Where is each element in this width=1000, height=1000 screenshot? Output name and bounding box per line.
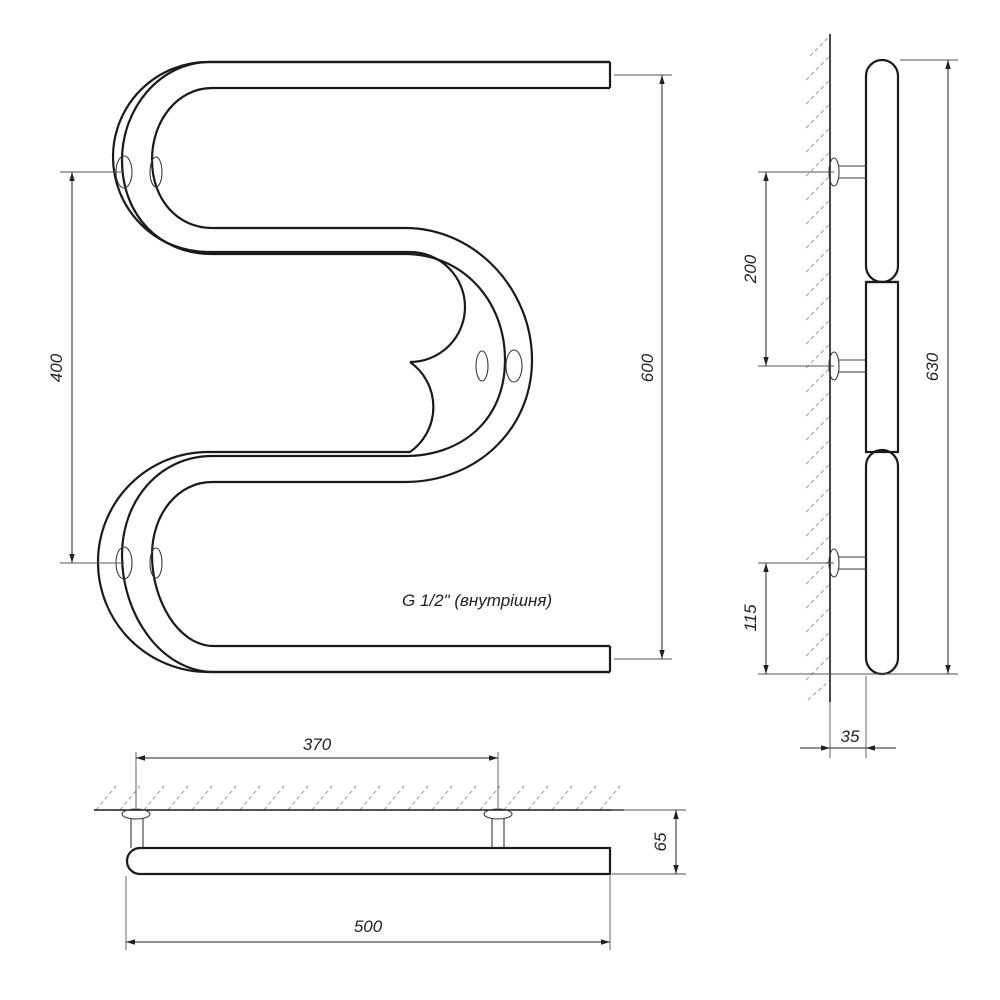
dim-mount-spacing-label: 400 [47, 353, 66, 382]
rail-plan [125, 846, 612, 876]
wall-hatch-top [95, 785, 621, 811]
mount-pin-top [828, 157, 866, 187]
dim-mount-centers-label: 370 [303, 735, 332, 754]
wall-hatch-side [805, 35, 831, 701]
side-view: 200 115 630 35 [741, 34, 958, 758]
rail-segment-upper [864, 58, 900, 284]
top-view: 370 500 65 [94, 735, 686, 950]
dim-width-label: 500 [354, 917, 383, 936]
towel-rail-inner [150, 86, 610, 648]
dim-height-total-label: 600 [638, 353, 657, 382]
dim-overall-height-label: 630 [923, 352, 942, 381]
mount-boss-middle [475, 349, 523, 383]
front-view: 400 600 G 1/2" (внутрішня) [47, 60, 672, 674]
rail-segment-middle [864, 280, 900, 454]
towel-rail-outer-contour-lower [96, 361, 610, 674]
thread-note: G 1/2" (внутрішня) [402, 591, 552, 610]
dim-depth-label: 65 [651, 832, 670, 851]
rail-segment-lower [864, 448, 900, 676]
dim-wall-offset-label: 35 [841, 727, 860, 746]
towel-rail-outer-contour [111, 60, 610, 364]
dim-bottom-offset-label: 115 [741, 604, 760, 632]
mount-pin-middle [828, 351, 866, 381]
dim-mount-step-label: 200 [741, 254, 760, 284]
mount-pin-left [121, 808, 151, 848]
mount-pin-bottom [828, 548, 866, 578]
mount-pin-right [483, 808, 513, 848]
towel-rail-outer [120, 60, 610, 674]
